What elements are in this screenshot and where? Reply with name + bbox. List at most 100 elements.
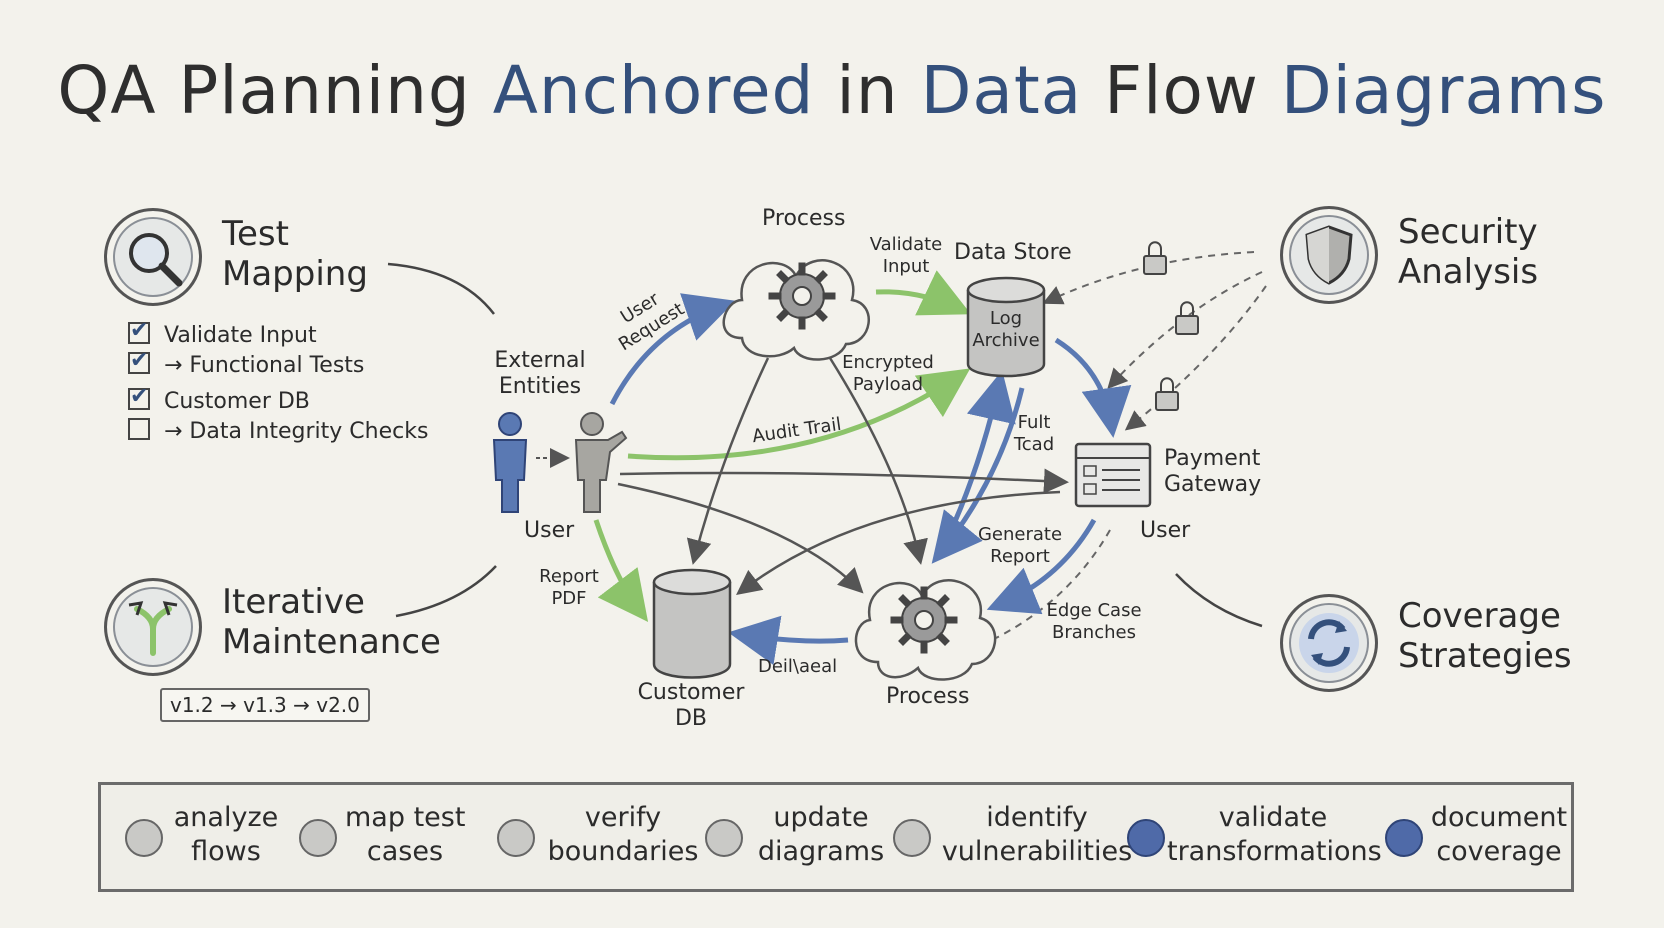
heading-line: Test xyxy=(222,214,289,254)
title-part: in xyxy=(814,52,921,129)
step-dot-highlight xyxy=(1385,819,1423,857)
flow-label-validate-input: Validate Input xyxy=(866,234,946,278)
external-entities-label: External Entities xyxy=(490,348,590,400)
flow-label-generate-report: Generate Report xyxy=(970,524,1070,568)
check-icon: ✔ xyxy=(130,318,149,343)
step-dot xyxy=(299,819,337,857)
connector-iterative xyxy=(395,565,497,618)
label-line: Encrypted xyxy=(842,352,934,373)
checkbox-unchecked[interactable] xyxy=(128,418,150,440)
label-line: DB xyxy=(674,706,708,731)
label-line: Report xyxy=(539,566,599,587)
checklist-item[interactable]: → Data Integrity Checks xyxy=(128,418,428,445)
flow-generate-report xyxy=(986,518,1097,615)
flow-validate-input xyxy=(875,270,972,316)
label-line: Gateway xyxy=(1164,472,1262,497)
label-line: diagrams xyxy=(757,836,885,867)
label-line: coverage xyxy=(1436,836,1562,867)
user-figure-grey xyxy=(574,412,628,513)
label-line: transformations xyxy=(1167,836,1382,867)
process-bottom-label: Process xyxy=(886,684,970,709)
checklist-label: → Data Integrity Checks xyxy=(164,419,429,444)
label-line: Validate xyxy=(869,234,943,255)
checkbox-checked[interactable]: ✔ xyxy=(128,348,150,374)
label-line: boundaries xyxy=(547,836,699,867)
checklist-item[interactable]: ✔ Customer DB xyxy=(128,384,310,415)
flow-process-to-db xyxy=(686,357,770,565)
payment-gateway-label: Payment Gateway xyxy=(1164,446,1261,498)
title-part-highlight: Data xyxy=(920,52,1083,129)
step-dot xyxy=(893,819,931,857)
version-history: v1.2 → v1.3 → v2.0 xyxy=(160,688,370,722)
label-line: Branches xyxy=(1052,622,1136,643)
label-line: flows xyxy=(191,836,261,867)
label-line: document xyxy=(1430,802,1568,833)
label-line: cases xyxy=(366,836,444,867)
heading-line: Security xyxy=(1398,212,1538,252)
checklist-item[interactable]: ✔Validate Input xyxy=(128,318,317,349)
flow-report-pdf xyxy=(593,519,649,622)
label-line: Edge Case xyxy=(1046,600,1142,621)
label-line: Archive xyxy=(972,330,1040,351)
check-icon: ✔ xyxy=(130,384,149,409)
user-left-label: User xyxy=(524,518,575,543)
step-dot xyxy=(125,819,163,857)
checkbox-checked[interactable]: ✔ xyxy=(128,384,150,410)
test-mapping-heading: Test Mapping xyxy=(222,214,368,294)
refresh-icon xyxy=(1280,594,1378,692)
heading-line: Mapping xyxy=(222,254,368,294)
label-line: analyze xyxy=(173,802,279,833)
title-part: Flow xyxy=(1082,52,1281,129)
heading-line: Strategies xyxy=(1398,636,1572,676)
checklist-item[interactable]: ✔ → Functional Tests xyxy=(128,348,365,379)
checklist-label: Customer DB xyxy=(164,389,310,414)
iterative-maintenance-heading: Iterative Maintenance xyxy=(222,582,441,662)
flow-label-full-load: Fult Tcad xyxy=(1006,412,1062,456)
flow-user-to-gateway xyxy=(619,468,1069,494)
label-line: Payment xyxy=(1164,446,1261,471)
label-line: Log xyxy=(989,308,1023,329)
coverage-strategies-heading: Coverage Strategies xyxy=(1398,596,1572,676)
lock-icon xyxy=(1175,301,1199,335)
data-store-label: Data Store xyxy=(954,240,1072,265)
label-line: Entities xyxy=(498,374,582,399)
checklist-label: → Functional Tests xyxy=(164,353,365,378)
heading-line: Iterative xyxy=(222,582,365,622)
flow-process-to-process xyxy=(828,357,928,565)
step-dot xyxy=(705,819,743,857)
checkbox-checked[interactable]: ✔ xyxy=(128,318,150,344)
heading-line: Maintenance xyxy=(222,622,441,662)
flow-store-to-gateway xyxy=(1054,337,1132,438)
process-top-label: Process xyxy=(762,206,846,231)
heading-line: Analysis xyxy=(1398,252,1539,292)
label-line: validate xyxy=(1218,802,1328,833)
step-dot xyxy=(497,819,535,857)
branch-arrow-icon xyxy=(104,578,202,676)
payment-gateway-window xyxy=(1074,442,1152,508)
magnifier-icon xyxy=(104,208,202,306)
flow-full-load-up xyxy=(941,370,1016,548)
flow-label-report-pdf: Report PDF xyxy=(534,566,604,610)
customer-db-label: Customer DB xyxy=(636,680,746,732)
title-part: QA Planning xyxy=(57,52,493,129)
label-line: Customer xyxy=(637,680,745,705)
label-line: update xyxy=(773,802,869,833)
label-line: PDF xyxy=(551,588,587,609)
label-line: Generate xyxy=(977,524,1063,545)
label-line: Payload xyxy=(852,374,924,395)
label-line: identify xyxy=(986,802,1088,833)
label-line: Report xyxy=(990,546,1050,567)
title-part-highlight: Anchored xyxy=(492,52,815,129)
customer-db-cylinder xyxy=(652,568,732,679)
label-line: map test xyxy=(345,802,466,833)
log-archive-cylinder xyxy=(966,276,1046,378)
label-line: External xyxy=(494,348,586,373)
connector-coverage xyxy=(1175,573,1263,628)
lock-icon xyxy=(1143,241,1167,275)
